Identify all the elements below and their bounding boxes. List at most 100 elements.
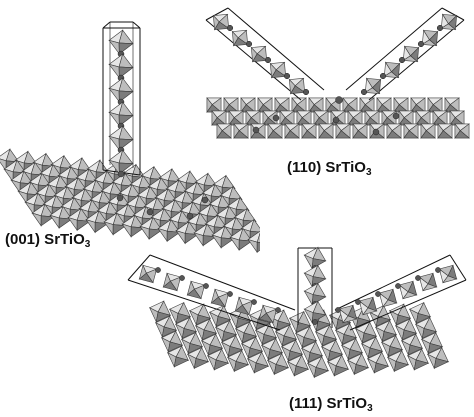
slab-octahedron — [247, 229, 260, 254]
column-atom — [251, 299, 257, 305]
column-atom — [226, 24, 234, 32]
slab-octahedron — [193, 223, 217, 247]
slab-octahedron — [267, 123, 283, 140]
column-octahedron — [234, 296, 254, 316]
panel-001 — [0, 0, 260, 260]
slab-octahedron — [254, 322, 278, 346]
label-001: (001) SrTiO3 — [5, 232, 90, 250]
panel-111 — [120, 230, 474, 395]
slab-octahedron — [366, 351, 390, 374]
sr-atom — [146, 208, 154, 216]
slab-octahedron — [444, 97, 460, 114]
slab-octahedron — [393, 97, 409, 114]
slab-octahedron — [400, 333, 424, 356]
slab-octahedron — [186, 346, 210, 370]
sr-atom — [332, 116, 340, 124]
column-atom — [264, 56, 272, 64]
slab-octahedron — [274, 324, 298, 347]
label-110-text: (110) SrTiO — [287, 159, 366, 176]
slab-octahedron — [376, 97, 392, 114]
cell-edge — [132, 21, 141, 29]
column-atom — [435, 267, 441, 273]
slab-octahedron — [340, 337, 364, 361]
slab-octahedron — [286, 354, 310, 377]
cell-edge — [349, 279, 467, 331]
label-111-subscript: 3 — [367, 403, 373, 414]
slab-octahedron — [320, 339, 344, 362]
slab-octahedron — [296, 110, 312, 127]
column-atom — [117, 170, 125, 178]
column-octahedron — [186, 280, 206, 300]
column-octahedron — [108, 101, 134, 127]
column-octahedron — [138, 264, 158, 284]
structure-110-diagram — [205, 7, 470, 140]
slab-octahedron — [346, 352, 370, 376]
column-atom — [360, 88, 368, 96]
cell-edge — [149, 254, 296, 311]
slab-octahedron — [103, 212, 127, 236]
slab-octahedron — [168, 301, 192, 325]
slab-octahedron — [454, 123, 470, 140]
slab-octahedron — [180, 331, 204, 355]
slab-octahedron — [194, 318, 218, 341]
column-octahedron — [338, 304, 358, 324]
slab-octahedron — [300, 340, 324, 364]
cell-edge — [127, 254, 151, 281]
structure-001-diagram — [0, 21, 260, 254]
slab-octahedron — [334, 322, 358, 346]
sr-atom — [116, 194, 124, 202]
column-atom — [275, 307, 281, 313]
slab-octahedron — [408, 301, 432, 325]
slab-octahedron — [313, 110, 329, 127]
column-octahedron — [212, 13, 230, 31]
cell-edge — [227, 7, 325, 91]
slab-octahedron — [188, 303, 212, 326]
column-octahedron — [288, 77, 306, 95]
slab-octahedron — [386, 349, 410, 373]
column-octahedron — [108, 29, 134, 55]
slab-octahedron — [360, 336, 384, 359]
slab-octahedron — [364, 110, 380, 127]
sr-atom — [252, 126, 260, 134]
cell-edge — [334, 254, 451, 311]
slab-octahedron — [280, 339, 304, 362]
sr-atom — [372, 128, 380, 136]
slab-octahedron — [318, 123, 334, 140]
column-octahedron — [108, 77, 134, 103]
column-atom — [375, 291, 381, 297]
column-octahedron — [383, 61, 401, 79]
slab-octahedron — [206, 348, 230, 371]
slab-octahedron — [211, 225, 235, 249]
slab-octahedron — [89, 190, 113, 214]
slab-octahedron — [354, 321, 378, 344]
column-atom — [335, 307, 341, 313]
slab-octahedron — [220, 334, 244, 358]
slab-octahedron — [174, 316, 198, 340]
slab-octahedron — [266, 352, 290, 376]
slab-octahedron — [432, 110, 448, 127]
cell-edge — [127, 279, 281, 331]
column-atom — [355, 299, 361, 305]
column-atom — [227, 291, 233, 297]
column-octahedron — [108, 53, 134, 79]
column-atom — [302, 88, 310, 96]
column-octahedron — [398, 280, 418, 300]
column-atom — [398, 56, 406, 64]
label-111: (111) SrTiO3 — [289, 396, 373, 414]
label-001-subscript: 3 — [84, 239, 91, 250]
label-110: (110) SrTiO3 — [287, 160, 372, 178]
slab-octahedron — [233, 123, 249, 140]
column-octahedron — [108, 149, 134, 175]
column-atom — [395, 283, 401, 289]
slab-octahedron — [420, 331, 444, 355]
column-atom — [417, 40, 425, 48]
column-octahedron — [269, 61, 287, 79]
column-octahedron — [421, 29, 439, 47]
column-octahedron — [258, 304, 278, 324]
slab-octahedron — [359, 97, 375, 114]
slab-octahedron — [240, 97, 256, 114]
slab-octahedron — [291, 97, 307, 114]
column-octahedron — [378, 288, 398, 308]
slab-octahedron — [342, 97, 358, 114]
slab-octahedron — [154, 315, 178, 338]
